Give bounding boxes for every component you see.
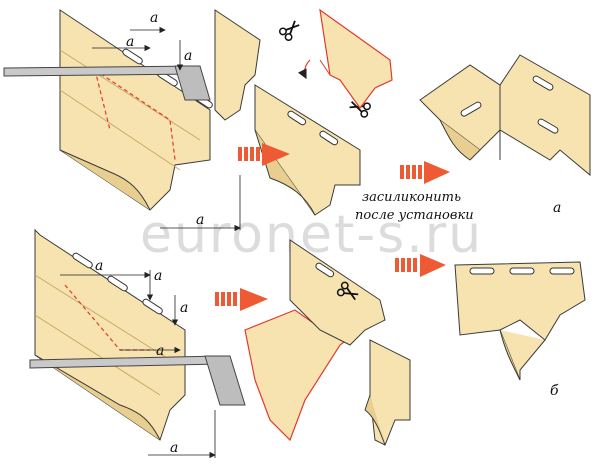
dimension-top-left [92,26,241,232]
dim-label-a5: a [95,258,103,274]
variant-label-b: б [550,383,559,399]
dim-label-a2: a [126,34,134,50]
dim-label-a8: a [156,343,164,359]
dim-label-a4: a [196,212,204,228]
cut-piece-top [297,8,393,110]
variant-label-a: а [553,200,561,216]
note-line1: засиликонить [362,190,461,205]
panel-top-left [59,9,213,211]
note-line2: после установки [355,208,474,223]
panel-bottom-left [34,228,186,441]
dim-label-a7: a [180,300,188,316]
ruler-bottom [29,355,246,406]
step-arrow [215,288,268,311]
dim-label-a3: a [184,48,192,64]
dim-label-a9: a [170,440,178,456]
dim-label-a1: a [150,10,158,26]
panel-top-right [419,54,591,177]
panel-bottom-right [454,261,586,381]
step-arrow [238,143,290,166]
dimension-bottom-left [60,270,216,459]
ruler-top [3,65,211,101]
step-arrow [400,161,450,184]
dim-label-a6: a [154,268,162,284]
step-arrow [395,254,446,277]
scissors-icon [277,16,304,43]
